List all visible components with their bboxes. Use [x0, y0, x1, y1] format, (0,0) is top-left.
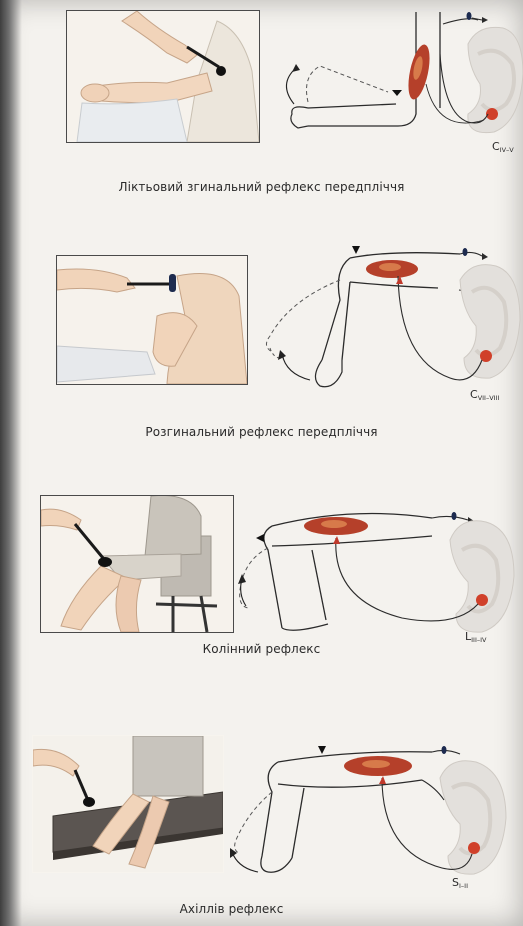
photo-triceps-reflex — [56, 255, 248, 385]
segment-label-triceps: CVII–VIII — [470, 388, 499, 402]
photo-achilles-reflex — [32, 735, 224, 873]
schema-triceps-reflex — [250, 240, 523, 400]
schema-biceps-reflex — [268, 4, 523, 154]
caption-achilles-reflex: Ахіллів рефлекс — [0, 902, 493, 916]
schema-knee-reflex — [232, 490, 523, 640]
caption-knee-reflex: Колінний рефлекс — [0, 642, 523, 656]
caption-triceps-reflex: Розгинальний рефлекс передпліччя — [0, 425, 523, 439]
reflex-panel-knee: LIII–IV Колінний рефлекс — [0, 480, 523, 680]
segment-label-biceps: CIV–V — [492, 140, 514, 154]
reflex-panel-achilles: SI–II Ахіллів рефлекс — [0, 720, 523, 926]
photo-knee-reflex — [40, 495, 234, 633]
reflex-panel-triceps: CVII–VIII Розгинальний рефлекс передпліч… — [0, 240, 523, 440]
caption-biceps-reflex: Ліктьовий згинальний рефлекс передпліччя — [0, 180, 523, 194]
segment-label-achilles: SI–II — [452, 876, 468, 890]
schema-achilles-reflex — [222, 732, 523, 892]
photo-biceps-reflex — [66, 10, 260, 143]
reflex-panel-biceps: CIV–V Ліктьовий згинальний рефлекс перед… — [0, 0, 523, 200]
